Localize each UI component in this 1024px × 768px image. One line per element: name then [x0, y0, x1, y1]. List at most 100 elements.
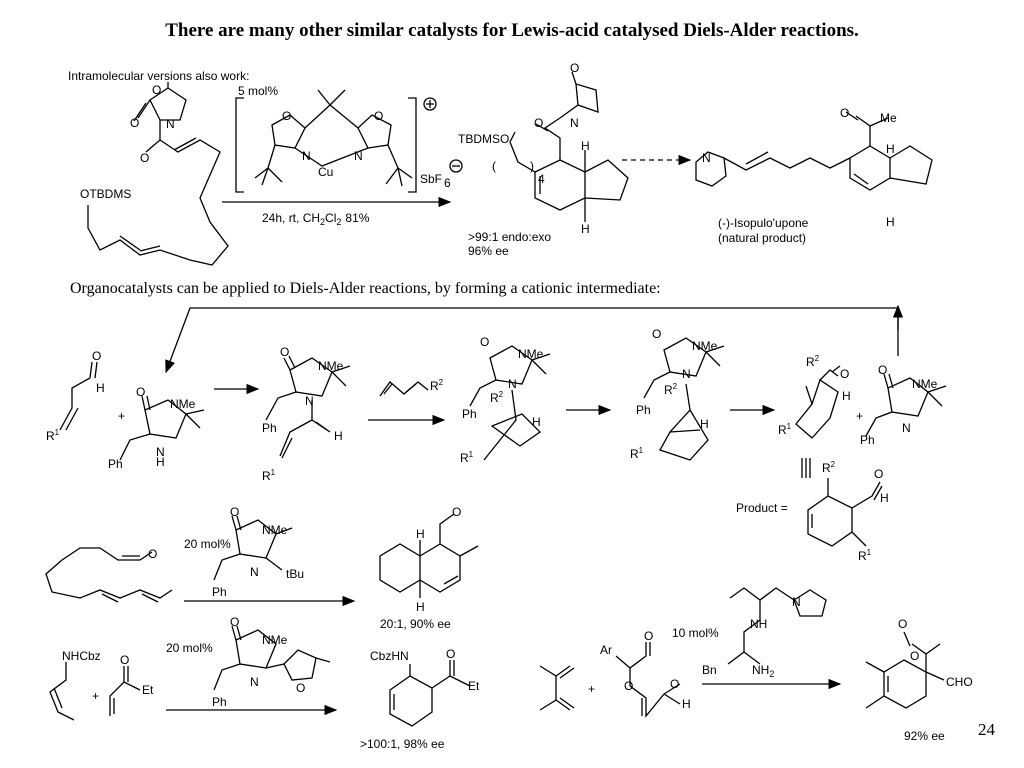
atom-O-iminium: O: [280, 345, 289, 359]
svg-text:H: H: [156, 455, 165, 469]
nh-cat: N: [156, 445, 165, 459]
atom-O: O: [152, 83, 161, 97]
h-ex1-top: H: [416, 527, 425, 541]
atom-H-iso-top: H: [886, 142, 895, 156]
ph-regen: Ph: [860, 433, 875, 447]
ee-96: 96% ee: [468, 244, 509, 258]
r1-defined: R1: [858, 548, 872, 563]
r2-ts2: R2: [664, 382, 678, 397]
nh-ex3: NH: [750, 617, 767, 631]
h-defined: H: [880, 491, 889, 505]
nme-ex1cat: NMe: [262, 523, 288, 537]
nme-regen: NMe: [912, 377, 938, 391]
plus-ex3: +: [588, 682, 595, 696]
svg-text:6: 6: [444, 176, 451, 190]
h-iminium: H: [334, 429, 343, 443]
n-plus-ts2: N: [682, 367, 691, 381]
atom-O-defined: O: [874, 467, 883, 481]
intramolecular-product: TBDMSO ( ) 4 O N O H H >99:1 endo:exo 96…: [458, 61, 629, 258]
r1-iminium: R1: [262, 468, 276, 483]
atom-O-ex2prod: O: [446, 647, 455, 661]
h-prod: H: [842, 389, 851, 403]
atom-N: N: [166, 117, 175, 131]
equivalence-icon: [801, 458, 811, 478]
nhcbz-label: NHCbz: [62, 649, 101, 663]
tbu-ex1cat: tBu: [286, 567, 304, 581]
iminium-intermediate: O NMe N H Ph R1: [262, 345, 351, 483]
atom-O-acetate: O: [910, 649, 919, 663]
nme-ts1: NMe: [518, 347, 544, 361]
nme-ex2cat: NMe: [262, 633, 288, 647]
atom-O-enal: O: [92, 349, 101, 363]
example2-product: CbzHN O Et >100:1, 98% ee: [360, 647, 480, 751]
r2-ts1: R2: [490, 390, 504, 405]
plus-ex2: +: [92, 689, 99, 703]
svg-text:(: (: [492, 159, 496, 173]
cu-box-catalyst: O O N N Cu SbF 6: [235, 89, 463, 193]
svg-text:): ): [530, 159, 534, 173]
cho-label: CHO: [946, 675, 973, 689]
anion-charge-icon: [449, 159, 463, 173]
atom-N-pyrrolidine: N: [792, 595, 801, 609]
atom-O-ex1prod: O: [452, 505, 461, 519]
atom-N-product: N: [570, 116, 579, 130]
example3-substrates: + Ar O O O H: [539, 629, 691, 718]
ph-ex2cat: Ph: [212, 695, 227, 709]
et-enone: Et: [142, 683, 154, 697]
atom-O-ketone: O: [840, 106, 849, 120]
atom-O-enone: O: [120, 653, 129, 667]
atom-O-ester: O: [644, 629, 653, 643]
h-ts2: H: [700, 417, 709, 431]
ex1-loading: 20 mol%: [184, 537, 231, 551]
example3-catalyst: NH N Bn NH2: [702, 587, 827, 679]
section-organocatalysts-text: Organocatalysts can be applied to Diels-…: [70, 280, 661, 297]
r1-enal: R1: [46, 428, 60, 443]
example1-product: O H H 20:1, 90% ee: [379, 505, 479, 631]
atom-O-box2: O: [374, 109, 383, 123]
ex3-loading: 10 mol%: [672, 626, 719, 640]
diene-reagent: R2: [379, 378, 444, 397]
atom-O-box1: O: [282, 109, 291, 123]
ph-ts2: Ph: [636, 403, 651, 417]
natural-product-note: (natural product): [718, 231, 806, 245]
isopuloupone-name: (-)-Isopulo'upone: [718, 216, 809, 230]
atom-O-regen: O: [878, 363, 887, 377]
n-plus-ts1: N: [508, 377, 517, 391]
counterion-sbf: SbF: [420, 172, 442, 186]
tbdmso-label: TBDMSO: [458, 132, 509, 146]
nh2-label: NH2: [752, 663, 774, 679]
atom-O-product2: O: [570, 61, 579, 75]
atom-O-ether: O: [624, 679, 633, 693]
cyclized-iminium: O NMe R2 N H Ph R1: [630, 327, 725, 461]
catalyst-loading-5: 5 mol%: [238, 84, 278, 98]
ph-cat: Ph: [108, 457, 123, 471]
enal-and-catalyst: O H R1 + O NMe N H Ph: [46, 349, 205, 471]
atom-O-aldehyde: O: [670, 677, 679, 691]
atom-O-cat: O: [136, 385, 145, 399]
me-label: Me: [880, 111, 897, 125]
nme-ts2: NMe: [692, 339, 718, 353]
ph-iminium: Ph: [262, 421, 277, 435]
cycloaddition-complex: O NMe R2 N H Ph R1: [460, 335, 551, 465]
nh-regen: N: [902, 421, 911, 435]
defined-product: R2 O H R1: [807, 460, 889, 563]
nh-ex2cat: N: [250, 675, 259, 689]
isopuloupone-structure: N O Me H H (-)-Isopulo'upone (natural pr…: [695, 106, 933, 245]
atom-H-top: H: [581, 139, 590, 153]
catalytic-cycle-arrow: [165, 307, 899, 374]
atom-N-box1: N: [302, 149, 311, 163]
bn-label: Bn: [702, 663, 717, 677]
atom-O-furan: O: [296, 681, 305, 695]
atom-H-iso-bottom: H: [886, 215, 895, 229]
atom-N-box2: N: [354, 149, 363, 163]
h-aldehyde: H: [682, 697, 691, 711]
endo-exo-ratio: >99:1 endo:exo: [468, 230, 551, 244]
ex1-result: 20:1, 90% ee: [380, 617, 451, 631]
atom-O-prod: O: [840, 367, 849, 381]
atom-N-pyridine: N: [702, 151, 711, 165]
ex2-loading: 20 mol%: [166, 641, 213, 655]
cation-charge-icon: [423, 97, 437, 111]
cbzhn-label: CbzHN: [370, 649, 409, 663]
